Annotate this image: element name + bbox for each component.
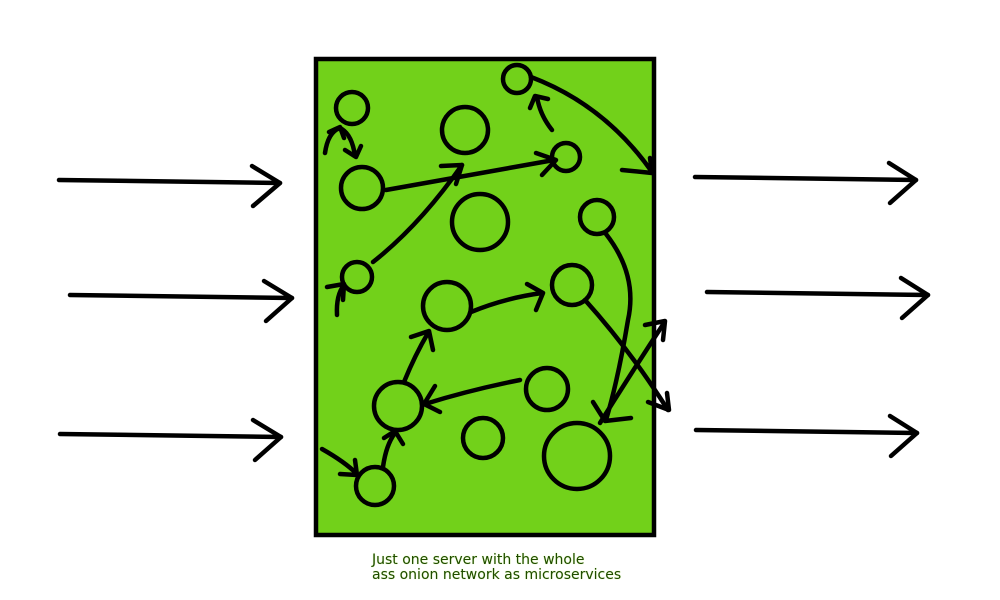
node-15 xyxy=(353,464,397,508)
arrow-node8-to-node2 xyxy=(370,162,465,265)
node-5 xyxy=(338,164,386,212)
arrow-node5-to-node4 xyxy=(383,150,559,193)
incoming-arrow-1 xyxy=(56,163,283,209)
arrow-node11-to-node9 xyxy=(401,328,436,385)
node-7 xyxy=(577,197,617,237)
arrow-to-node3 xyxy=(527,93,555,133)
node-12 xyxy=(523,365,571,413)
node-10 xyxy=(549,262,595,308)
node-1 xyxy=(333,89,371,127)
node-8 xyxy=(339,259,375,295)
caption-line-1: Just one server with the whole xyxy=(372,552,585,568)
outgoing-arrow-3 xyxy=(693,413,920,459)
outgoing-arrow-1 xyxy=(692,160,919,206)
arrow-node14-to-exit xyxy=(597,318,668,426)
node-2 xyxy=(439,104,491,156)
outgoing-arrow-2 xyxy=(704,275,931,321)
arrow-node9-to-node10 xyxy=(468,281,546,315)
server-box xyxy=(313,56,657,538)
internal-arrows xyxy=(319,74,672,478)
node-9 xyxy=(420,279,474,333)
arrow-node12-to-node11 xyxy=(421,377,523,415)
node-14 xyxy=(541,420,613,492)
caption-line-2: ass onion network as microservices xyxy=(372,567,622,583)
microservice-nodes xyxy=(333,62,617,508)
arrow-node1-to-node5 xyxy=(322,124,364,160)
arrow-into-node8 xyxy=(324,281,347,318)
arrow-node3-to-exit xyxy=(528,74,655,176)
arrow-into-node15 xyxy=(319,446,360,478)
incoming-arrows xyxy=(56,163,295,463)
arrow-node15-to-node11 xyxy=(380,428,406,470)
incoming-arrow-2 xyxy=(67,278,295,324)
incoming-arrow-3 xyxy=(57,417,284,463)
diagram-caption: Just one server with the whole ass onion… xyxy=(372,553,672,583)
arrow-node7-to-node14 xyxy=(590,231,634,424)
node-6 xyxy=(449,191,511,253)
node-11 xyxy=(371,379,425,433)
node-13 xyxy=(460,415,506,461)
arrow-node10-to-exit xyxy=(582,297,672,413)
outgoing-arrows xyxy=(692,160,931,459)
